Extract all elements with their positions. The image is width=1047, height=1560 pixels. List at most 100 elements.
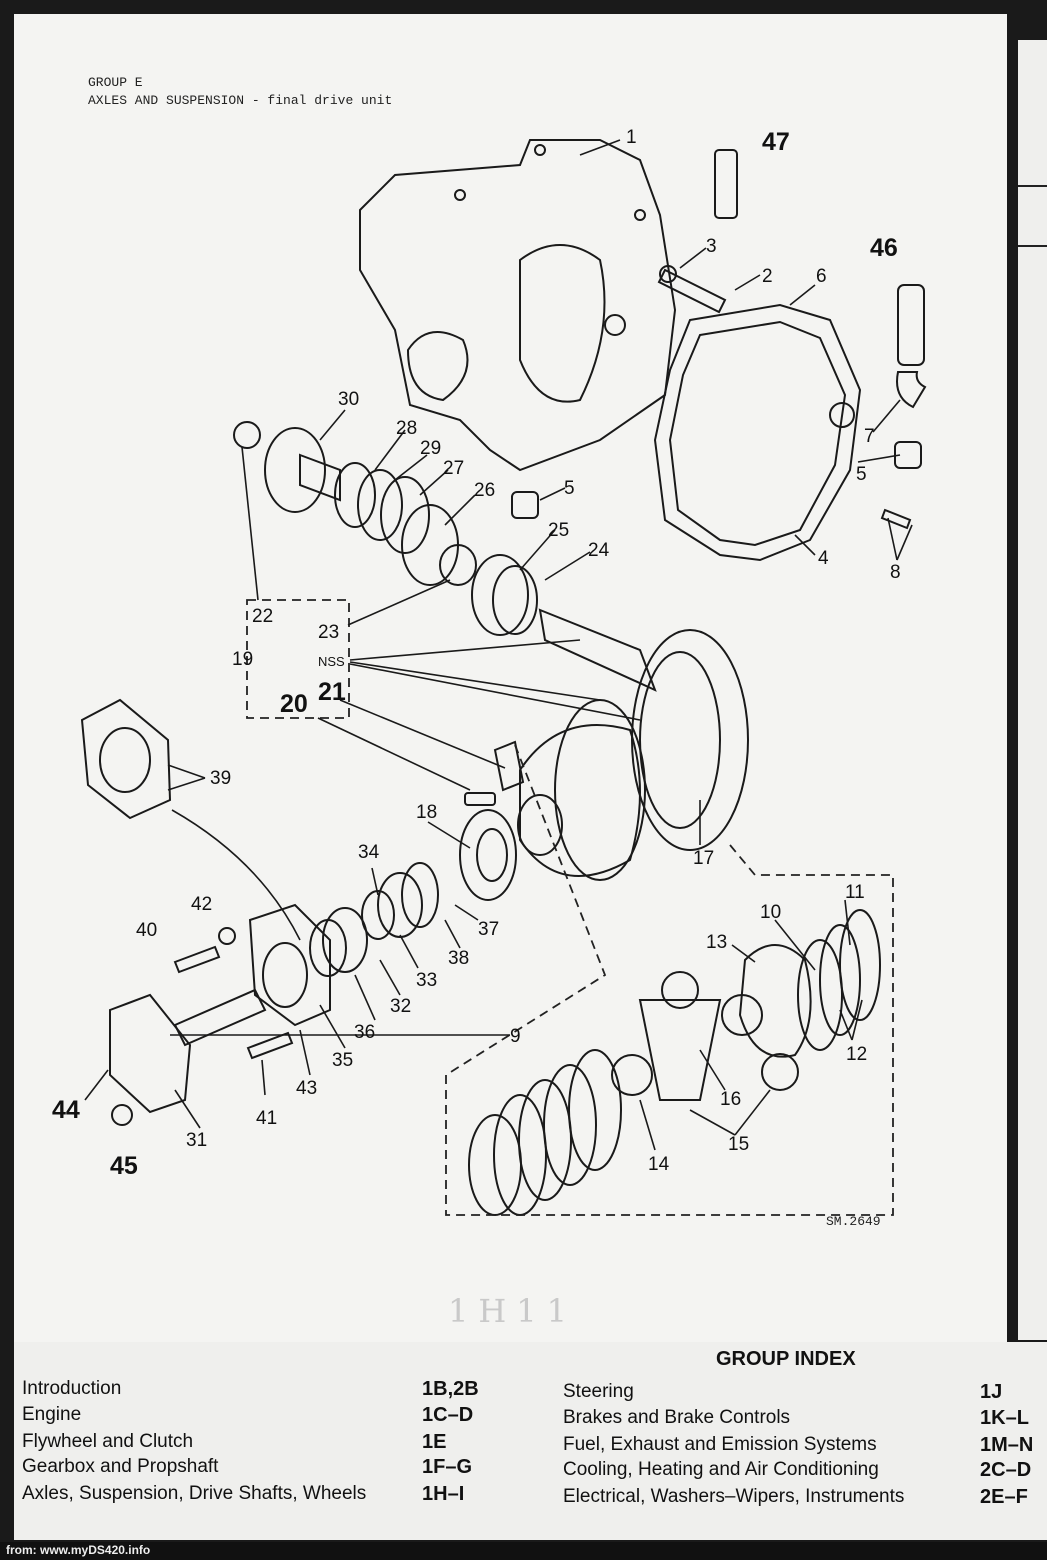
leader-line bbox=[689, 1109, 736, 1136]
index-code[interactable]: 1C–D bbox=[422, 1404, 474, 1426]
bearing-inner bbox=[361, 890, 395, 940]
callout-40: 40 bbox=[136, 920, 157, 941]
callout-44: 44 bbox=[52, 1096, 80, 1124]
output-shaft bbox=[173, 988, 267, 1047]
callout-14: 14 bbox=[648, 1154, 670, 1175]
bearing bbox=[377, 872, 423, 938]
index-code[interactable]: 1E bbox=[422, 1431, 447, 1453]
housing-bolt bbox=[604, 314, 626, 336]
leader-line bbox=[394, 454, 428, 481]
callout-18: 18 bbox=[416, 802, 437, 823]
leader-line bbox=[579, 139, 621, 156]
index-label[interactable]: Introduction bbox=[22, 1378, 122, 1399]
handwritten-note: 1H11 bbox=[448, 1292, 577, 1330]
leader-line bbox=[679, 247, 707, 269]
shim bbox=[401, 862, 439, 928]
index-label[interactable]: Axles, Suspension, Drive Shafts, Wheels bbox=[22, 1483, 367, 1504]
housing-opening-center bbox=[519, 244, 606, 403]
housing-opening-left bbox=[406, 331, 469, 402]
callout-38: 38 bbox=[448, 948, 469, 969]
leader-line bbox=[319, 1004, 346, 1049]
leader-line bbox=[167, 764, 206, 779]
index-label[interactable]: Gearbox and Propshaft bbox=[22, 1456, 219, 1477]
index-code[interactable]: 1K–L bbox=[980, 1407, 1029, 1429]
callout-25: 25 bbox=[548, 520, 569, 541]
seal bbox=[309, 919, 347, 977]
pinion-nut bbox=[233, 421, 261, 449]
leader-line bbox=[399, 934, 419, 969]
adjacent-page-edge bbox=[1018, 40, 1047, 1340]
leader-line bbox=[349, 661, 601, 701]
callout-11: 11 bbox=[845, 882, 865, 903]
callout-45: 45 bbox=[110, 1152, 138, 1180]
page-header: GROUP E AXLES AND SUSPENSION - final dri… bbox=[88, 74, 392, 110]
output-housing-bore bbox=[262, 942, 308, 1008]
index-code[interactable]: 1B,2B bbox=[422, 1378, 479, 1400]
callout-22: 22 bbox=[252, 606, 273, 627]
planet-gear bbox=[721, 994, 763, 1036]
callout-35: 35 bbox=[332, 1050, 353, 1071]
callout-6: 6 bbox=[816, 266, 827, 287]
callout-nss: NSS bbox=[318, 654, 345, 669]
leader-line bbox=[427, 821, 471, 849]
source-footer: from: www.myDS420.info bbox=[0, 1542, 1047, 1560]
leader-line bbox=[379, 959, 401, 996]
callout-46: 46 bbox=[870, 234, 898, 262]
callout-2: 2 bbox=[762, 266, 773, 287]
cover-bolt bbox=[880, 508, 912, 530]
leader-line bbox=[789, 284, 816, 306]
index-code[interactable]: 2E–F bbox=[980, 1486, 1028, 1508]
drain-plug bbox=[894, 441, 922, 469]
leader-line bbox=[261, 1059, 266, 1096]
index-label[interactable]: Engine bbox=[22, 1404, 82, 1425]
leader-line bbox=[872, 399, 901, 433]
leader-line bbox=[839, 1009, 853, 1041]
leader-line bbox=[454, 904, 479, 921]
wheel-nut bbox=[111, 1104, 133, 1126]
leader-line bbox=[844, 899, 851, 946]
callout-32: 32 bbox=[390, 996, 411, 1017]
side-bearing-inner bbox=[476, 828, 508, 882]
callout-12: 12 bbox=[846, 1044, 867, 1065]
leader-line bbox=[774, 919, 816, 971]
leader-line bbox=[544, 551, 591, 581]
callout-20: 20 bbox=[280, 690, 308, 718]
index-code[interactable]: 1H–I bbox=[422, 1483, 465, 1505]
leader-line bbox=[851, 999, 863, 1041]
index-label[interactable]: Flywheel and Clutch bbox=[22, 1431, 194, 1452]
leader-line bbox=[444, 919, 461, 949]
leader-line bbox=[699, 1049, 726, 1091]
pinion-bearing bbox=[471, 554, 529, 636]
breather-tube bbox=[897, 284, 925, 366]
index-label[interactable]: Steering bbox=[563, 1381, 634, 1402]
breather-elbow bbox=[896, 371, 927, 409]
index-code[interactable]: 1F–G bbox=[422, 1456, 473, 1478]
leader-line bbox=[794, 534, 816, 556]
callout-29: 29 bbox=[420, 438, 441, 459]
bolt bbox=[173, 945, 221, 974]
leader-line bbox=[374, 429, 406, 471]
callout-13: 13 bbox=[706, 932, 727, 953]
callout-36: 36 bbox=[354, 1022, 375, 1043]
leader-line bbox=[339, 699, 506, 769]
group-index-panel bbox=[14, 1342, 1047, 1540]
index-code[interactable]: 2C–D bbox=[980, 1459, 1032, 1481]
drawing-reference: SM.2649 bbox=[826, 1214, 881, 1229]
callout-31: 31 bbox=[186, 1130, 207, 1151]
callout-3: 3 bbox=[706, 236, 717, 257]
index-label[interactable]: Cooling, Heating and Air Conditioning bbox=[563, 1459, 879, 1480]
index-label[interactable]: Fuel, Exhaust and Emission Systems bbox=[563, 1434, 877, 1455]
crown-wheel bbox=[631, 629, 749, 851]
housing-bolt-hole bbox=[534, 144, 546, 156]
gasket-hole bbox=[99, 727, 151, 793]
index-code[interactable]: 1M–N bbox=[980, 1434, 1034, 1456]
edge-rule bbox=[1018, 185, 1047, 187]
leader-line bbox=[299, 1029, 311, 1076]
exploded-view-diagram: 1 2 3 4 5 5 6 7 8 9 10 11 12 13 14 15 16… bbox=[52, 127, 927, 1216]
index-label[interactable]: Electrical, Washers–Wipers, Instruments bbox=[563, 1486, 905, 1507]
callout-47: 47 bbox=[762, 128, 790, 156]
callout-43: 43 bbox=[296, 1078, 317, 1099]
source-url[interactable]: from: www.myDS420.info bbox=[6, 1543, 151, 1557]
index-code[interactable]: 1J bbox=[980, 1381, 1003, 1403]
index-label[interactable]: Brakes and Brake Controls bbox=[563, 1407, 791, 1428]
